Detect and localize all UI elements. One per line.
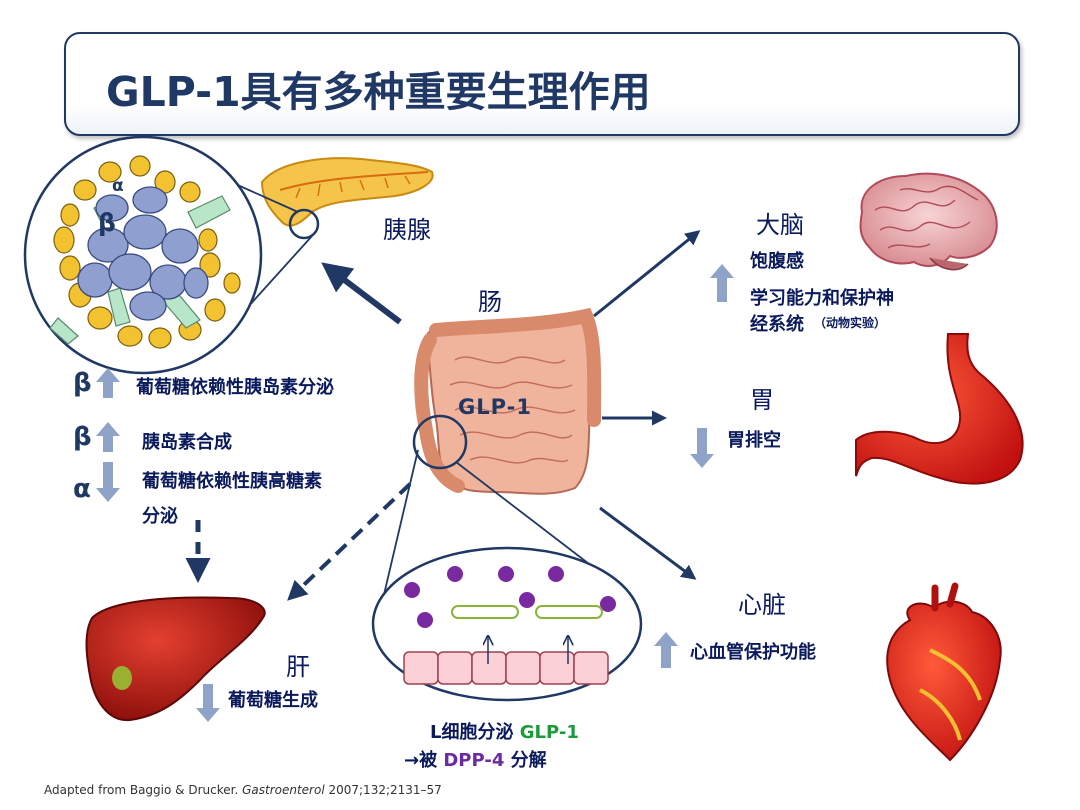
up-arrow-heart xyxy=(654,632,678,668)
arrow-to-brain xyxy=(593,230,701,318)
satiety-label: 饱腹感 xyxy=(750,251,804,272)
citation-journal: Gastroenterol xyxy=(242,783,325,797)
down-arrow-glucagon xyxy=(96,462,120,502)
cell-beta-label: β xyxy=(98,208,116,237)
greek-beta-2: β xyxy=(73,422,92,452)
intestine-zoom-circle xyxy=(412,414,468,470)
arrow-to-heart xyxy=(599,506,697,580)
down-arrow-liver xyxy=(196,684,220,722)
citation: Adapted from Baggio & Drucker. Gastroent… xyxy=(44,783,442,797)
arrow-to-liver-dashed xyxy=(287,482,412,601)
pancreas-illustration xyxy=(260,157,434,227)
glucagon-label-line1: 葡萄糖依赖性胰高糖素 xyxy=(142,471,322,492)
up-arrow-brain xyxy=(710,264,734,302)
lcell-glp1: GLP-1 xyxy=(519,722,579,743)
liver-illustration xyxy=(85,596,266,722)
animal-study-note: （动物实验） xyxy=(814,316,887,330)
learning-label-line2: 经系统 xyxy=(750,314,804,335)
heart-illustration xyxy=(886,582,1002,762)
beta-secretion-label: 葡萄糖依赖性胰岛素分泌 xyxy=(136,377,334,398)
brain-illustration xyxy=(859,172,998,271)
up-arrow-insulin xyxy=(96,422,120,452)
greek-beta-1: β xyxy=(73,368,92,398)
cell-alpha-label: α xyxy=(112,176,124,196)
glucose-production-label: 葡萄糖生成 xyxy=(228,690,318,711)
dpp4-suffix: 分解 xyxy=(504,750,547,771)
intestine-illustration xyxy=(414,307,602,495)
citation-prefix: Adapted from Baggio & Drucker. xyxy=(44,783,243,797)
learning-label-line1: 学习能力和保护神 xyxy=(750,288,894,309)
up-down-arrows xyxy=(96,264,734,722)
citation-suffix: 2007;132;2131–57 xyxy=(324,783,442,797)
down-arrow-gastric xyxy=(690,428,714,468)
cardio-protect-label: 心血管保护功能 xyxy=(690,642,816,663)
dpp4-name: DPP-4 xyxy=(443,750,505,771)
gastric-emptying-label: 胃排空 xyxy=(727,430,781,451)
stomach-illustration xyxy=(855,333,1024,485)
glp1-center-label: GLP-1 xyxy=(458,395,532,419)
gut-label: 肠 xyxy=(478,288,502,316)
lcell-prefix: L细胞分泌 xyxy=(430,722,520,743)
greek-alpha: α xyxy=(73,474,91,504)
heart-label: 心脏 xyxy=(738,591,786,619)
title-box xyxy=(64,32,1020,136)
liver-label: 肝 xyxy=(286,653,310,681)
page-title: GLP-1具有多种重要生理作用 xyxy=(106,68,651,116)
stomach-label: 胃 xyxy=(750,386,774,414)
l-cell-illustration xyxy=(371,546,643,702)
dpp4-caption: →被 DPP-4 分解 xyxy=(404,746,547,772)
pancreas-zoom-circle xyxy=(288,208,320,240)
arrow-to-pancreas xyxy=(321,262,402,325)
islet-cells-illustration xyxy=(23,135,263,375)
brain-label: 大脑 xyxy=(756,211,804,239)
insulin-synthesis-label: 胰岛素合成 xyxy=(142,432,232,453)
glucagon-label-line2: 分泌 xyxy=(142,506,178,527)
pancreas-label: 胰腺 xyxy=(383,216,431,244)
lcell-caption: L细胞分泌 GLP-1 xyxy=(430,718,579,744)
dpp4-prefix: →被 xyxy=(404,750,444,771)
up-arrow-beta-secretion xyxy=(96,368,120,398)
